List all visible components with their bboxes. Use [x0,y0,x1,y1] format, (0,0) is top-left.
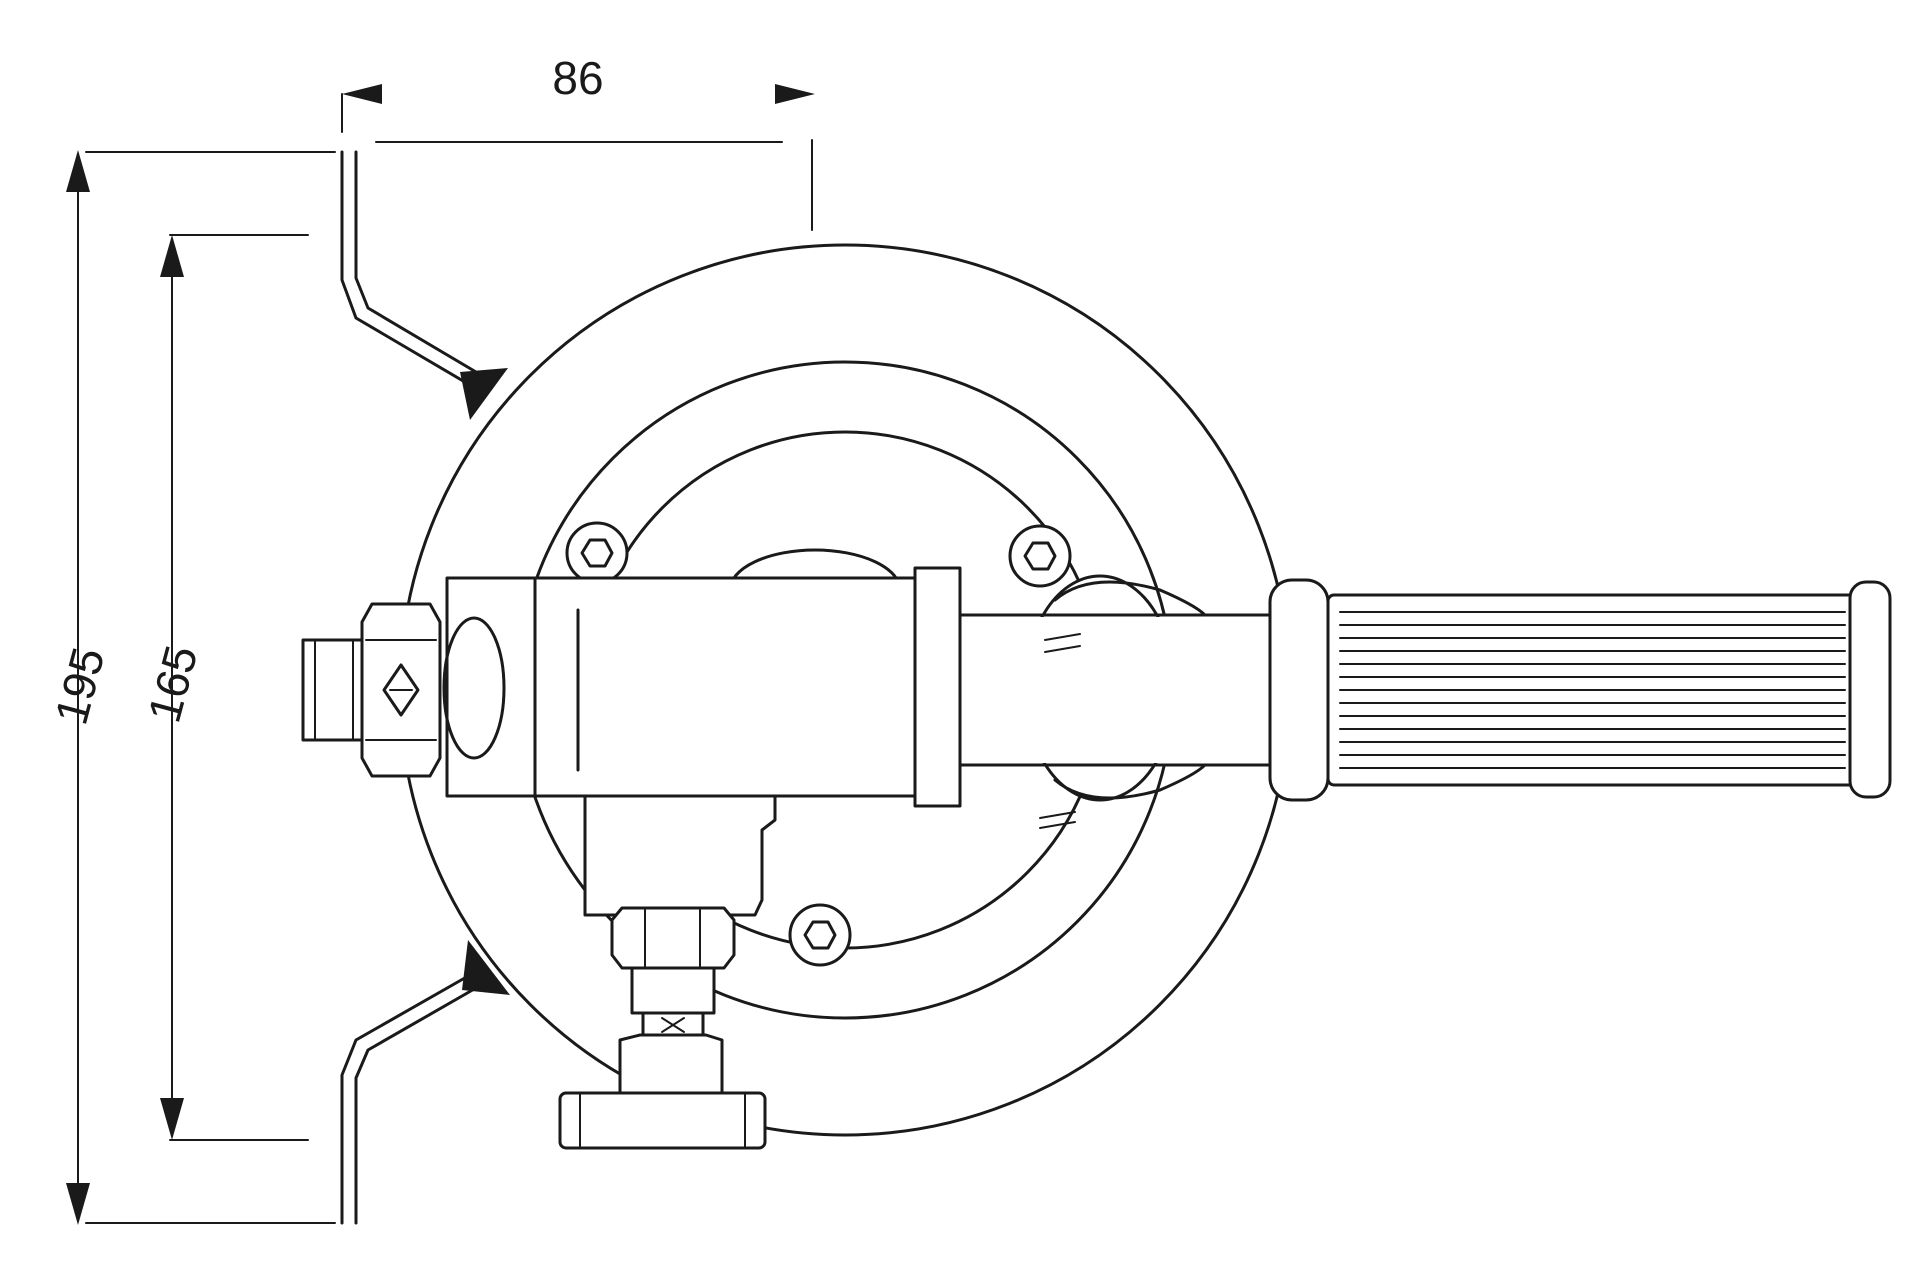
valve-body [301,566,962,917]
arrow-down-icon [66,1183,90,1225]
nut-marking-icon [382,663,420,717]
clamp-lower-curve [1053,763,1207,800]
release-valve [558,906,767,1150]
upper-bracket-arm-inner [354,150,478,374]
release-knob-body [618,1033,724,1102]
grip-ribs [1339,611,1846,769]
arrow-right-icon [775,84,815,104]
left-bracket [340,150,510,1225]
lower-bracket-arm [340,973,472,1225]
lower-bracket-arm-inner [354,986,478,1225]
collar-ring [913,566,962,808]
upper-bracket-arm [340,150,472,387]
release-knob-wing[interactable] [558,1091,767,1150]
arrow-down-icon [160,1098,184,1140]
arrow-left-icon [342,84,382,104]
main-block [445,576,929,798]
handle [958,574,1892,829]
release-stem [630,966,716,1015]
inner-height-label: 165 [137,640,207,728]
grip-collar [1268,578,1330,802]
lower-weld-mark-icon [462,940,510,995]
inner-height-dimension: 165 [137,234,309,1141]
outer-height-label: 195 [44,642,114,730]
width-label: 86 [552,52,603,104]
upper-weld-mark-icon [460,368,508,420]
inlet-nipple [301,638,367,742]
bolt-bottom [788,903,852,967]
gauge-window [442,616,506,760]
bolt-top-right [1008,524,1072,588]
release-hex-nut [610,906,736,970]
grip-end-cap [1848,580,1892,799]
arrow-up-icon [66,150,90,192]
clamp-upper-curve [1053,580,1207,617]
bolt-top-left [565,521,629,585]
stem-housing [583,794,777,917]
width-dimension: 86 [341,52,815,231]
arrow-up-icon [160,235,184,277]
